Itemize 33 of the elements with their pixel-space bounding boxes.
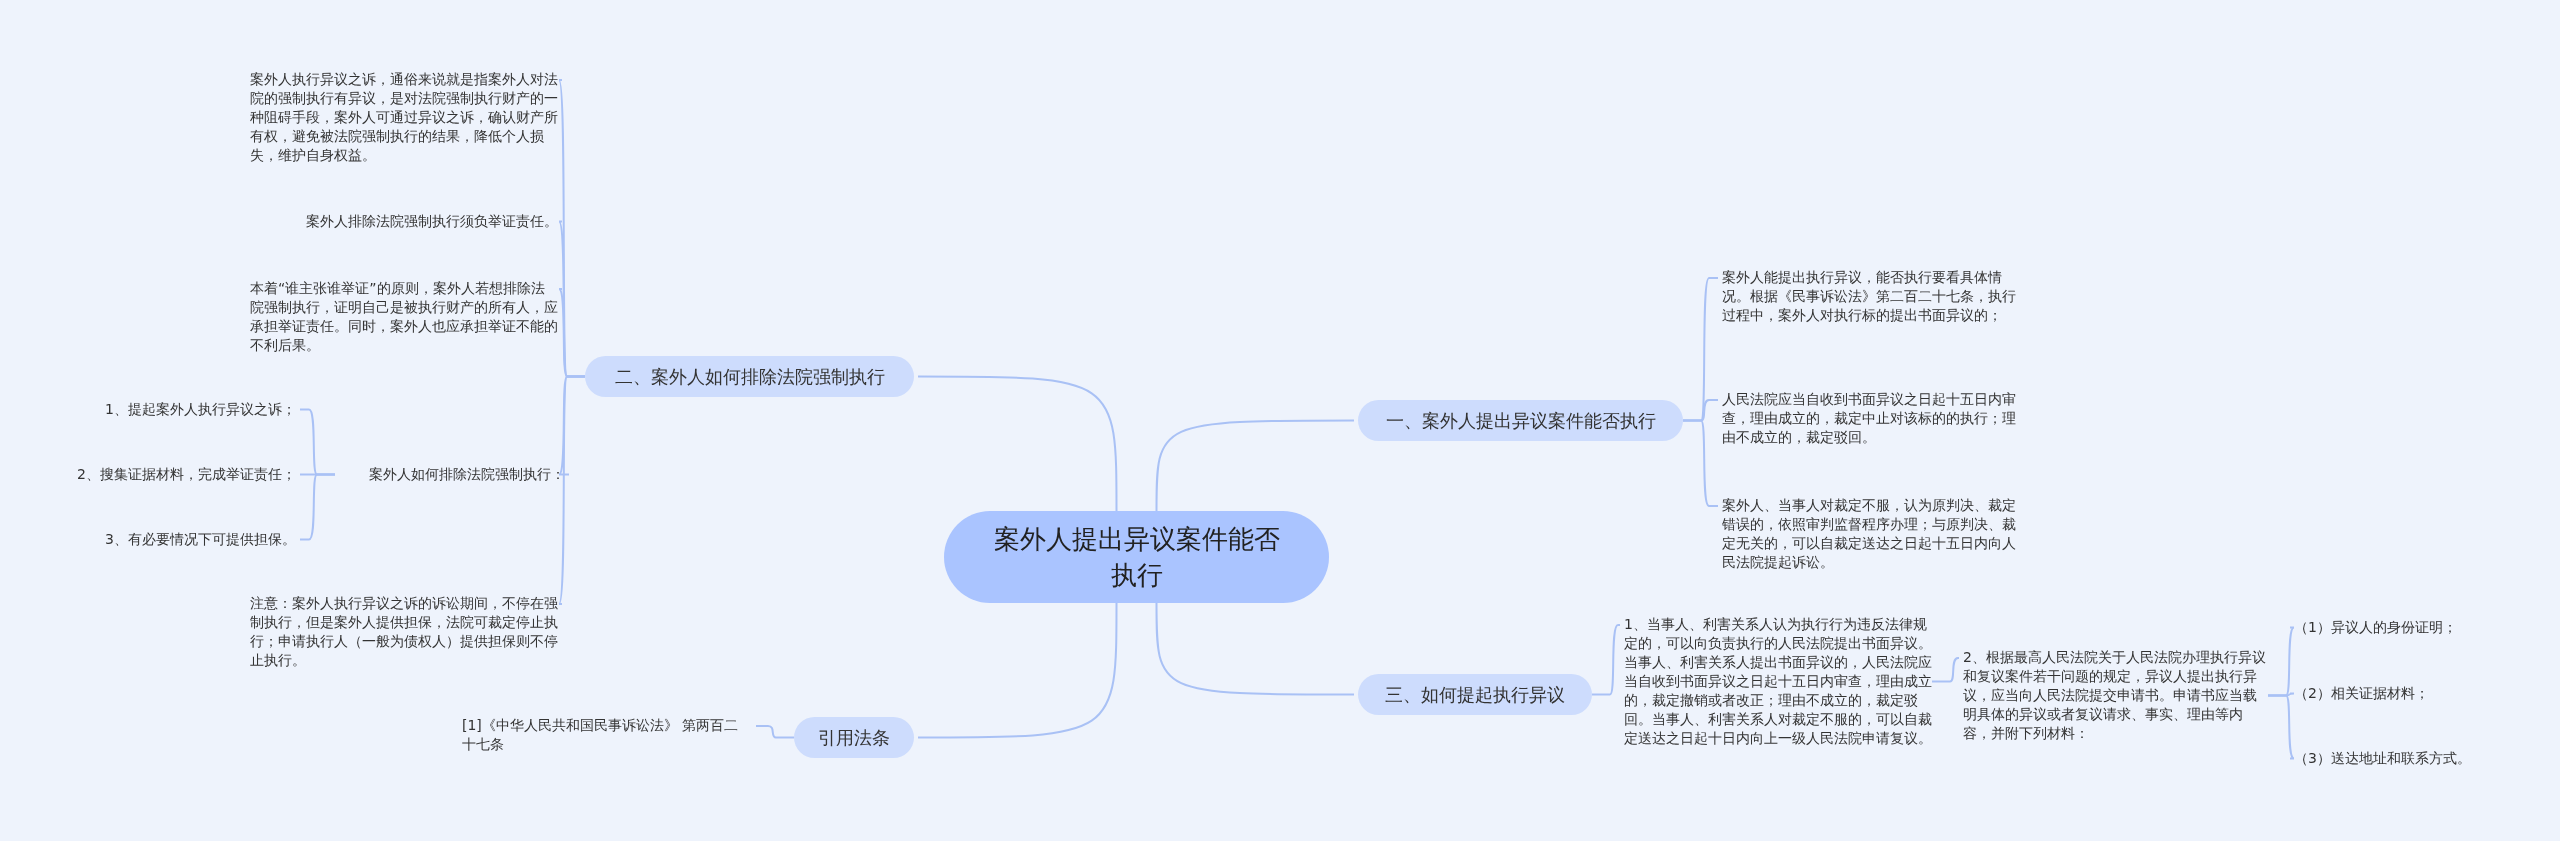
topic-pill: 引用法条 — [794, 717, 914, 758]
topic-text: 案外人能提出执行异议，能否执行要看具体情况。根据《民事诉讼法》第二百二十七条，执行过程中，案外人对执行标的提出书面异议的； — [1722, 268, 2027, 325]
topic-pill: 一、案外人提出异议案件能否执行 — [1358, 400, 1683, 441]
topic-text: 案外人如何排除法院强制执行： — [335, 465, 565, 484]
connector-line — [299, 473, 336, 541]
topic-text: [1]《中华人民共和国民事诉讼法》 第两百二十七条 — [462, 716, 752, 754]
connector-line — [2267, 694, 2295, 760]
topic-text: 注意：案外人执行异议之诉的诉讼期间，不停在强制执行，但是案外人提供担保，法院可裁定停止执行；申请执行人（一般为债权人）提供担保则不停止执行。 — [250, 594, 558, 670]
topic-text: 本着“谁主张谁举证”的原则，案外人若想排除法院强制执行，证明自己是被执行财产的所有人，应承担举证责任。同时，案外人也应承担举证不能的不利后果。 — [250, 279, 558, 355]
topic-text: （1）异议人的身份证明； — [2294, 618, 2514, 637]
connector-line — [1155, 419, 1355, 512]
topic-text: 1、当事人、利害关系人认为执行行为违反法律规定的，可以向负责执行的人民法院提出书面异议。当事人、利害关系人提出书面异议的，人民法院应当自收到书面异议之日起十五日内审查，理由成立的，裁定撤销或者改正；理由不成立的，裁定驳回。当事人、利害关系人对裁定不服的，可以自裁定送达之日起十日内向上一级人民法院申请复议。 — [1624, 615, 1932, 748]
connector-line — [1591, 624, 1621, 696]
connector-line — [558, 375, 586, 605]
topic-text: （2）相关证据材料； — [2294, 684, 2514, 703]
topic-text: 案外人执行异议之诉，通俗来说就是指案外人对法院的强制执行有异议，是对法院强制执行财产的一种阻碍手段，案外人可通过异议之诉，确认财产所有权，避免被法院强制执行的结果，降低个人损失，维护自身权益。 — [250, 70, 558, 165]
topic-text: 2、搜集证据材料，完成举证责任； — [40, 465, 296, 484]
connector-line — [1682, 419, 1719, 507]
topic-text: 3、有必要情况下可提供担保。 — [40, 530, 296, 549]
topic-text: （3）送达地址和联系方式。 — [2294, 749, 2514, 768]
connector-line — [917, 602, 1118, 739]
connector-line — [1931, 657, 1960, 683]
topic-text: 案外人排除法院强制执行须负举证责任。 — [250, 212, 558, 231]
topic-pill: 二、案外人如何排除法院强制执行 — [585, 356, 914, 397]
topic-text: 2、根据最高人民法院关于人民法院办理执行异议和复议案件若干问题的规定，异议人提出执行异议，应当向人民法院提交申请书。申请书应当载明具体的异议或者复议请求、事实、理由等内容，并附下列材料： — [1963, 648, 2268, 743]
central-topic: 案外人提出异议案件能否执行 — [944, 511, 1329, 603]
topic-pill: 三、如何提起执行异议 — [1358, 674, 1592, 715]
connector-line — [1155, 602, 1355, 696]
topic-text: 案外人、当事人对裁定不服，认为原判决、裁定错误的，依照审判监督程序办理；与原判决、裁定无关的，可以自裁定送达之日起十五日内向人民法院提起诉讼。 — [1722, 496, 2027, 572]
topic-text: 1、提起案外人执行异议之诉； — [40, 400, 296, 419]
topic-text: 人民法院应当自收到书面异议之日起十五日内审查，理由成立的，裁定中止对该标的的执行；理由不成立的，裁定驳回。 — [1722, 390, 2027, 447]
connector-line — [917, 375, 1118, 512]
connector-line — [755, 725, 795, 739]
